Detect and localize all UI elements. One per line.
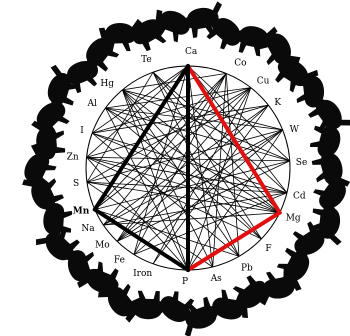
element-label-i: I [80, 126, 84, 136]
element-label-co: Co [234, 58, 246, 68]
element-label-mo: Mo [95, 240, 110, 250]
element-label-iron: Iron [133, 269, 152, 279]
element-label-as: As [210, 274, 222, 284]
element-label-k: K [274, 98, 281, 108]
element-label-f: F [265, 244, 271, 254]
element-label-zn: Zn [67, 152, 79, 162]
element-label-se: Se [296, 158, 308, 168]
element-label-na: Na [81, 224, 95, 234]
element-label-fe: Fe [114, 256, 125, 266]
element-label-w: W [290, 125, 300, 135]
element-label-te: Te [141, 55, 152, 65]
element-label-p: P [182, 277, 188, 287]
element-label-pb: Pb [241, 263, 253, 273]
element-label-al: Al [87, 99, 97, 109]
element-label-ca: Ca [185, 47, 198, 57]
element-label-s: S [73, 179, 79, 189]
element-label-mn: Mn [73, 207, 90, 217]
element-label-cd: Cd [293, 192, 306, 202]
element-label-cu: Cu [257, 77, 270, 87]
element-label-mg: Mg [286, 214, 301, 224]
element-label-hg: Hg [100, 79, 114, 89]
